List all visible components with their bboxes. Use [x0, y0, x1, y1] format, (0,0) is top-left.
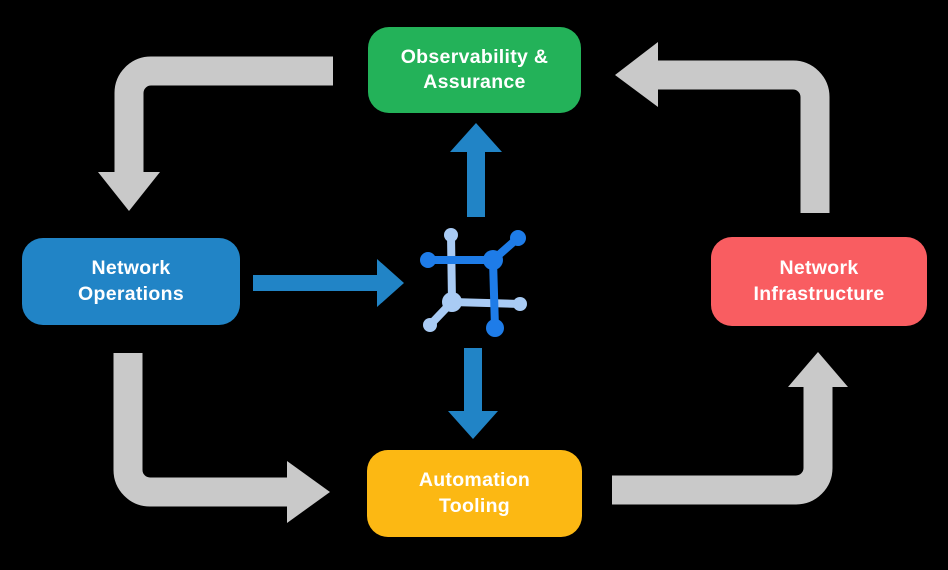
- arrow-center-to-observability: [450, 123, 502, 217]
- node-observability-assurance: Observability & Assurance: [368, 27, 581, 113]
- icon-junction-dot: [442, 292, 462, 312]
- icon-node-dot: [420, 252, 436, 268]
- node-label-line: Operations: [78, 282, 184, 305]
- cycle-arrow-observability-to-operations: [98, 56, 333, 211]
- icon-node-dot: [510, 230, 526, 246]
- icon-junction-dot: [483, 250, 503, 270]
- cycle-arrow-tooling-to-infrastructure: [612, 352, 848, 505]
- icon-node-dot: [444, 228, 458, 242]
- cycle-arrow-operations-to-tooling: [113, 353, 330, 523]
- node-automation-tooling: Automation Tooling: [367, 450, 582, 537]
- arrow-operations-to-center: [253, 259, 404, 307]
- cycle-arrow-infrastructure-to-observability: [615, 42, 830, 213]
- icon-node-dot: [513, 297, 527, 311]
- node-label-line: Network: [91, 257, 171, 280]
- node-network-infrastructure: Network Infrastructure: [711, 237, 927, 326]
- node-label-line: Network: [779, 257, 859, 280]
- icon-node-dot: [486, 319, 504, 337]
- network-topology-icon: [420, 228, 527, 337]
- node-label-line: Automation: [418, 469, 531, 492]
- node-network-operations: Network Operations: [22, 238, 240, 325]
- node-label-line: Tooling: [438, 494, 511, 517]
- node-label-line: Observability &: [400, 45, 549, 68]
- icon-node-dot: [423, 318, 437, 332]
- arrow-center-to-tooling: [448, 348, 498, 439]
- node-label-line: Assurance: [423, 71, 526, 93]
- node-label-line: Infrastructure: [753, 282, 885, 305]
